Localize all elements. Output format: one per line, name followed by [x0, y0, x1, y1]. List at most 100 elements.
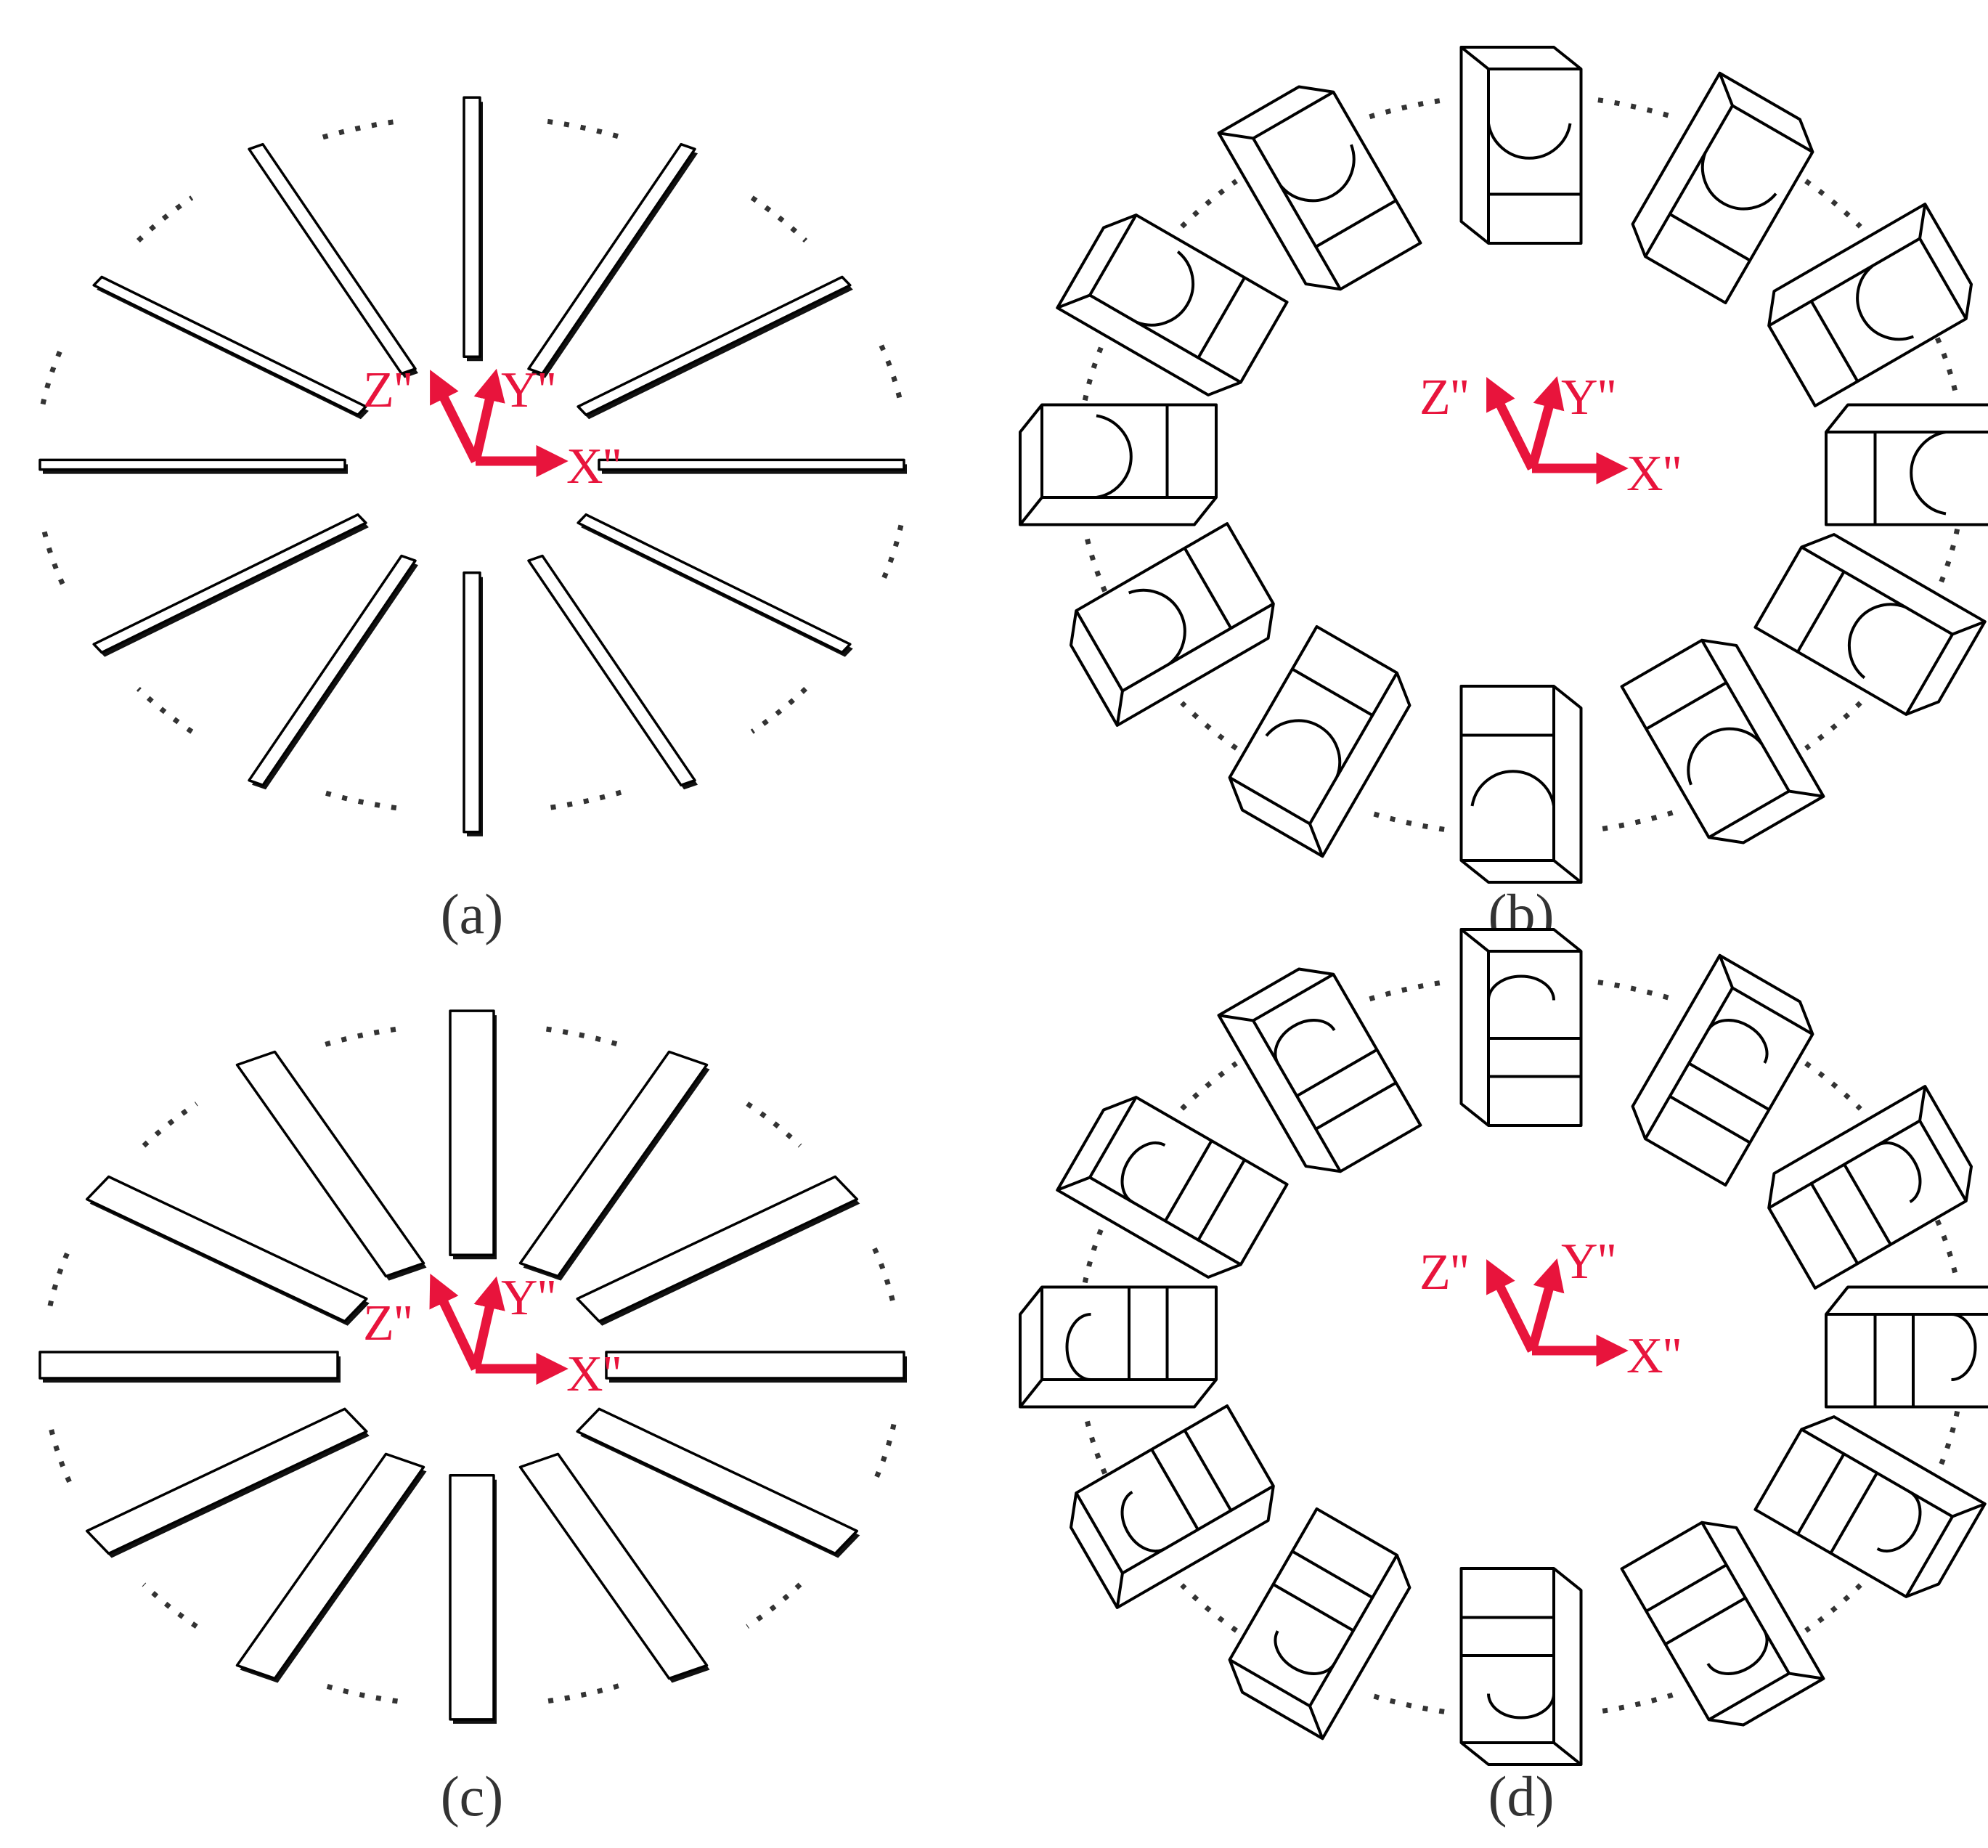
magnet-block [1459, 1567, 1583, 1766]
dotted-gap [325, 1026, 398, 1047]
dotted-gap [142, 1102, 198, 1148]
radial-plate [449, 1009, 497, 1260]
dotted-gap [1934, 1219, 1960, 1284]
dotted-gap [1180, 1583, 1238, 1633]
dotted-gap [142, 1582, 198, 1629]
block-ring [1019, 46, 1988, 884]
radial-plate [463, 571, 483, 837]
panel-caption: (d) [1488, 1764, 1555, 1828]
dotted-ring [1082, 980, 1960, 1714]
panel-d: X'' Y'' Z'' (d) [1019, 928, 1988, 1828]
radial-plate [85, 1175, 370, 1326]
z-axis-arrow [430, 370, 480, 463]
dotted-gap [872, 1423, 897, 1483]
panel-c: X'' Y'' Z'' (c) [38, 1009, 907, 1828]
z-axis-label: Z'' [1419, 370, 1469, 426]
radial-plate [527, 554, 698, 790]
axis-triad: X'' Y'' Z'' [363, 1270, 622, 1402]
radial-plate [235, 1050, 427, 1281]
dotted-gap [1804, 179, 1862, 229]
magnet-block [1069, 1404, 1275, 1609]
y-axis-label: Y'' [501, 1270, 556, 1326]
magnet-block [1019, 1285, 1218, 1409]
dotted-ring [47, 1026, 897, 1704]
magnet-block [1459, 928, 1583, 1127]
radial-plate [605, 1351, 907, 1383]
dotted-gap [750, 686, 808, 734]
magnet-block [1217, 85, 1422, 291]
z-axis-label: Z'' [363, 1295, 412, 1351]
y-axis-label: Y'' [1561, 1234, 1616, 1290]
magnet-block [1767, 203, 1973, 407]
dotted-gap [1597, 980, 1674, 1002]
dotted-gap [547, 118, 622, 140]
dotted-gap [547, 789, 622, 811]
dotted-gap [546, 1026, 619, 1047]
dotted-gap [750, 195, 808, 243]
magnet-block [1631, 71, 1814, 305]
panel-a: X'' Y'' Z'' (a) [38, 96, 907, 945]
dotted-gap [1597, 97, 1674, 120]
z-axis-arrow [429, 1274, 480, 1371]
radial-plate [527, 142, 698, 378]
dotted-gap [1082, 1219, 1108, 1284]
dotted-gap [1369, 1692, 1445, 1714]
radial-plate [518, 1452, 710, 1683]
magnet-block [1753, 533, 1987, 716]
dotted-gap [746, 1102, 802, 1148]
dotted-gap [1804, 1061, 1862, 1111]
radial-plate [576, 1175, 860, 1326]
radial-plate [577, 275, 853, 420]
magnet-block [1631, 953, 1814, 1187]
dotted-gap [872, 1247, 897, 1307]
plate-ring [38, 1009, 907, 1724]
z-axis-arrow [1486, 1259, 1536, 1353]
dotted-gap [47, 1247, 72, 1307]
dotted-gap [40, 524, 65, 585]
magnet-block [1019, 403, 1218, 526]
magnet-block [1217, 967, 1422, 1173]
y-axis-arrow [470, 1276, 505, 1370]
dotted-gap [40, 344, 65, 405]
magnet-block [1753, 1415, 1987, 1598]
radial-plate [235, 1452, 427, 1683]
magnet-block [1620, 638, 1825, 844]
magnet-block [1825, 403, 1988, 526]
magnet-block [1228, 1507, 1411, 1741]
dotted-gap [136, 195, 194, 243]
radial-plate [248, 554, 418, 790]
axis-triad: X'' Y'' Z'' [1419, 370, 1682, 502]
panel-caption: (c) [441, 1764, 504, 1828]
y-axis-label: Y'' [1561, 370, 1616, 426]
dotted-gap [1804, 1583, 1862, 1633]
dotted-gap [1934, 528, 1960, 593]
dotted-gap [1597, 810, 1674, 832]
radial-plate [518, 1050, 710, 1281]
x-axis-label: X'' [566, 439, 622, 494]
y-axis-arrow [470, 368, 505, 463]
magnet-block [1056, 213, 1289, 396]
dotted-gap [1082, 337, 1108, 402]
dotted-gap [1934, 1410, 1960, 1475]
radial-plate [92, 275, 369, 420]
dotted-gap [1369, 980, 1445, 1002]
x-axis-label: X'' [566, 1346, 622, 1402]
magnet-block [1825, 1285, 1988, 1409]
dotted-gap [879, 524, 904, 585]
block-ring [1019, 928, 1988, 1766]
dotted-gap [322, 789, 397, 811]
dotted-gap [136, 686, 194, 734]
dotted-gap [1180, 701, 1238, 751]
z-axis-label: Z'' [1419, 1245, 1469, 1300]
dotted-gap [1180, 1061, 1238, 1111]
dotted-gap [1082, 528, 1108, 593]
dotted-gap [1597, 1692, 1674, 1714]
magnet-block [1459, 46, 1583, 245]
magnet-block [1767, 1085, 1973, 1290]
panel-b: X'' Y'' Z'' (b) [1019, 46, 1988, 945]
dotted-gap [1369, 97, 1445, 120]
radial-plate [576, 1407, 860, 1558]
axis-triad: X'' Y'' Z'' [1419, 1234, 1682, 1384]
dotted-gap [546, 1683, 619, 1704]
radial-plate [38, 1351, 341, 1383]
